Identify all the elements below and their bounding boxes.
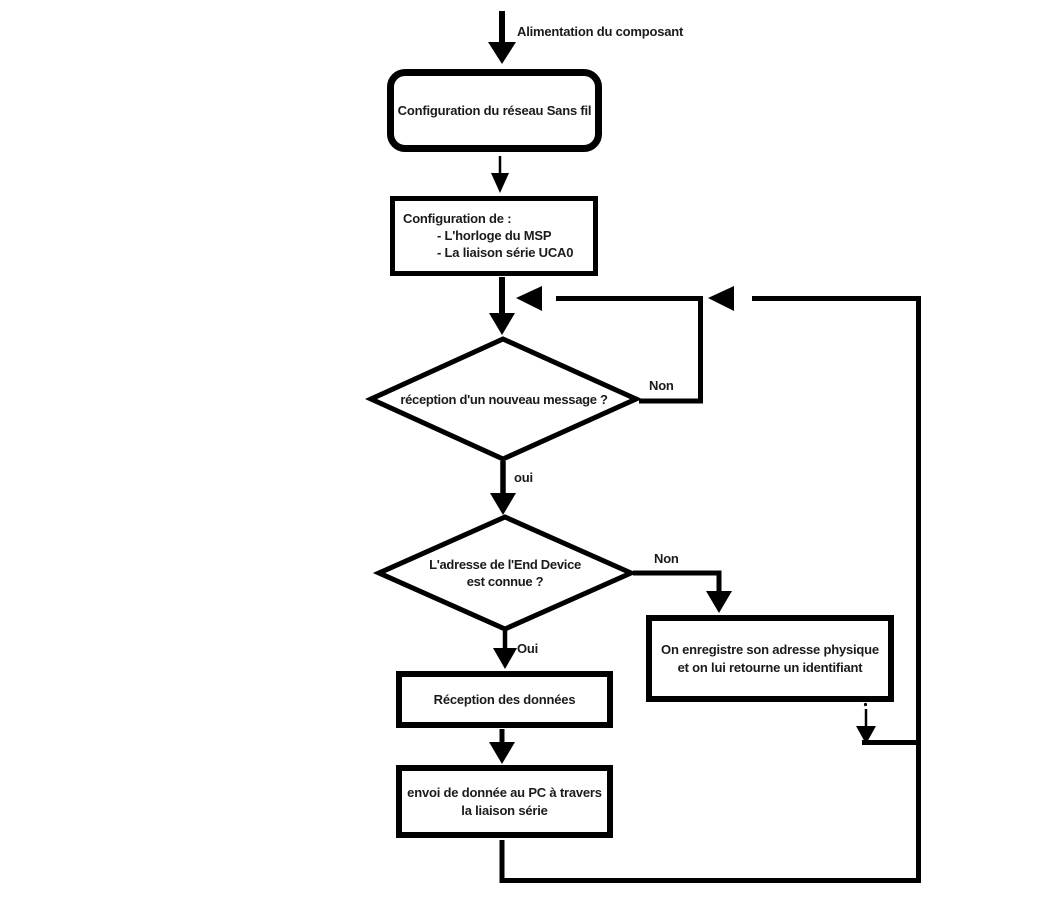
no-branch-message-loop <box>516 286 703 404</box>
decision-address-known-label: L'adresse de l'End Device est connue ? <box>377 556 633 590</box>
start-arrow <box>488 11 516 64</box>
process-config-msp: Configuration de : - L'horloge du MSP - … <box>390 196 598 276</box>
yes-arrow-address <box>493 631 517 669</box>
decision-new-message-label: réception d'un nouveau message ? <box>400 392 608 407</box>
send-to-pc-line1: envoi de donnée au PC à travers <box>407 784 602 800</box>
decision-address-known-shape <box>372 514 638 632</box>
decision-address-line1: L'adresse de l'End Device <box>429 557 581 572</box>
register-address-line1: On enregistre son adresse physique <box>661 641 879 657</box>
no-branch-address <box>633 570 732 613</box>
process-register-address: On enregistre son adresse physique et on… <box>646 615 894 702</box>
process-config-wireless-label: Configuration du réseau Sans fil <box>397 103 592 118</box>
yes-label-message: oui <box>514 470 533 485</box>
yes-arrow-message <box>490 461 516 515</box>
config-msp-title: Configuration de : <box>403 211 512 226</box>
decision-new-message-shape <box>364 336 643 462</box>
arrow-msp-to-message-decision <box>489 277 515 335</box>
register-address-line2: et on lui retourne un identifiant <box>677 659 863 675</box>
outer-return-loop <box>499 286 921 883</box>
start-label: Alimentation du composant <box>517 24 684 39</box>
arrow-reception-to-send <box>489 729 515 764</box>
config-msp-item-clock: - L'horloge du MSP <box>437 228 552 243</box>
data-reception-label: Réception des données <box>433 692 576 707</box>
decision-address-line2: est connue ? <box>466 574 544 589</box>
arrow-register-to-loop <box>856 702 921 745</box>
process-data-reception: Réception des données <box>396 671 613 728</box>
no-label-address: Non <box>654 551 679 566</box>
arrow-wireless-to-msp <box>491 156 509 193</box>
send-to-pc-line2: la liaison série <box>461 802 548 818</box>
process-send-to-pc: envoi de donnée au PC à travers la liais… <box>396 765 613 838</box>
process-config-wireless: Configuration du réseau Sans fil <box>387 69 602 152</box>
no-label-message: Non <box>649 378 674 393</box>
yes-label-address: Oui <box>517 641 539 656</box>
config-msp-item-serial: - La liaison série UCA0 <box>437 245 574 260</box>
